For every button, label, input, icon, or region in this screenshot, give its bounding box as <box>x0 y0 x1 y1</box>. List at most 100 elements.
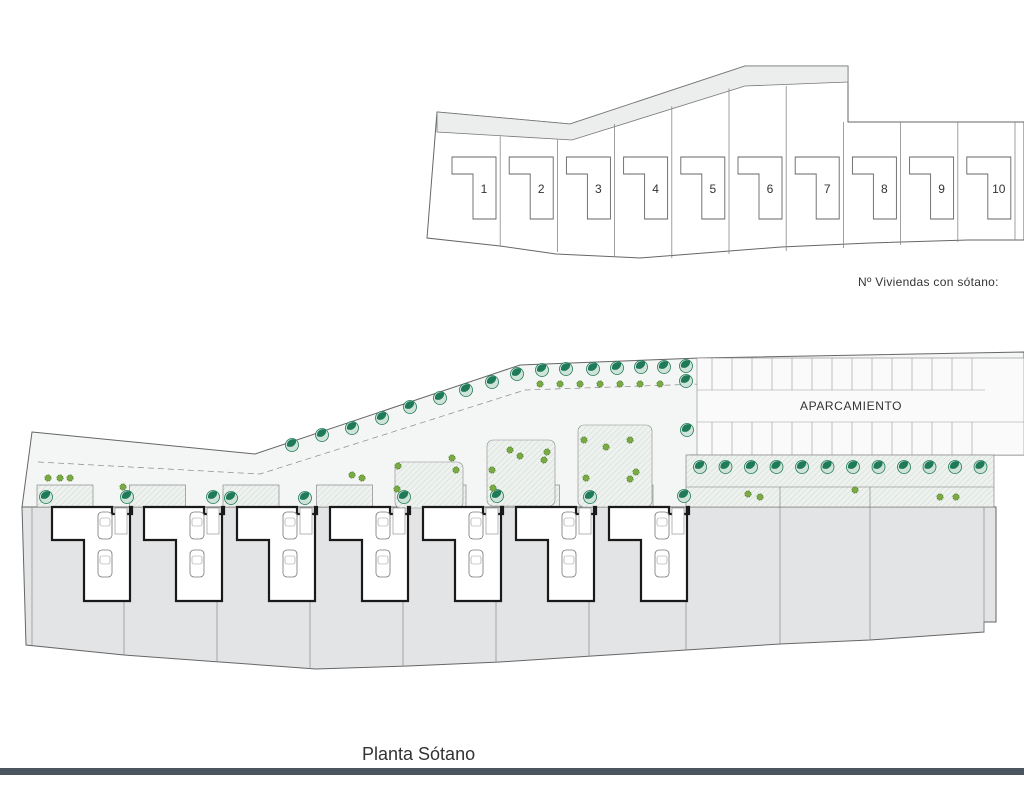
cars <box>97 511 670 578</box>
tree-shade <box>560 363 571 371</box>
tree-shade <box>681 424 692 432</box>
shrub <box>448 454 456 462</box>
tree-shade <box>796 461 807 469</box>
garage-ramp <box>578 507 592 535</box>
parking-area <box>696 357 1024 456</box>
shrub <box>936 493 944 501</box>
shrub <box>576 380 584 388</box>
tree-shade <box>225 492 236 500</box>
garden-strip <box>685 454 995 508</box>
lot-number: 3 <box>595 182 602 196</box>
shrub <box>488 466 496 474</box>
tree-shade <box>680 360 691 368</box>
basement-slab <box>21 506 997 670</box>
house-footprint <box>565 156 611 220</box>
garage-ramp <box>671 507 685 535</box>
house-footprint <box>451 156 497 220</box>
shrub <box>626 475 634 483</box>
lot-number: 9 <box>938 182 945 196</box>
car <box>189 549 205 578</box>
house-footprint <box>966 156 1012 220</box>
shrub <box>44 474 52 482</box>
car-window <box>99 517 111 527</box>
house-footprint <box>909 156 955 220</box>
lot-dividers <box>499 86 1016 258</box>
shrub <box>66 474 74 482</box>
bottom-bar <box>0 768 1024 775</box>
lot-number: 6 <box>767 182 774 196</box>
tree-shade <box>720 461 730 469</box>
tree-shade <box>771 461 781 469</box>
tree-shade <box>316 429 327 437</box>
lot-number: 1 <box>481 182 488 196</box>
tree-shade <box>584 491 595 499</box>
trees <box>39 359 988 505</box>
car <box>561 511 577 540</box>
car-window <box>563 555 575 565</box>
tree-shade <box>975 461 985 469</box>
car <box>375 511 391 540</box>
shrub <box>656 380 664 388</box>
parking-label: APARCAMIENTO <box>800 399 902 413</box>
car <box>97 549 113 578</box>
tree-shade <box>694 461 705 469</box>
tree-shade <box>486 376 497 384</box>
shrub <box>56 474 64 482</box>
tree-shade <box>949 461 960 469</box>
shrub <box>506 446 514 454</box>
shrub <box>602 443 610 451</box>
garage-ramp <box>392 507 406 535</box>
tree-shade <box>121 491 132 499</box>
tree-shade <box>460 384 471 392</box>
house-footprint <box>851 156 897 220</box>
car <box>282 549 298 578</box>
lot-number: 8 <box>881 182 888 196</box>
shrub <box>540 456 548 464</box>
tree-shade <box>680 375 691 383</box>
tree-shade <box>491 490 502 498</box>
lot-number: 5 <box>709 182 716 196</box>
shrub <box>452 466 460 474</box>
tree-shade <box>822 461 832 469</box>
house-footprint <box>794 156 840 220</box>
shrub <box>358 474 366 482</box>
house-footprint <box>680 156 726 220</box>
garage-ramp <box>299 507 313 535</box>
shrub <box>851 486 859 494</box>
basement-plan: APARCAMIENTO Planta Sótano <box>21 351 1024 764</box>
tree-shade <box>398 491 409 499</box>
shrub <box>744 490 752 498</box>
shrub <box>489 484 497 492</box>
shrub <box>516 452 524 460</box>
car-window <box>191 555 203 565</box>
shrub <box>536 380 544 388</box>
car <box>375 549 391 578</box>
car-window <box>284 555 296 565</box>
shrub <box>348 471 356 479</box>
lot-number: 2 <box>538 182 545 196</box>
shrub <box>394 462 402 470</box>
shrub <box>119 483 127 491</box>
car <box>189 511 205 540</box>
shrub <box>582 474 590 482</box>
tree-shade <box>376 412 387 420</box>
house-footprint <box>508 156 554 220</box>
tree-shade <box>898 461 909 469</box>
shrubs <box>44 380 960 501</box>
car-window <box>99 555 111 565</box>
house-footprint <box>737 156 783 220</box>
car <box>468 549 484 578</box>
house-footprint <box>623 156 669 220</box>
shrub <box>393 485 401 493</box>
car-window <box>284 517 296 527</box>
road-centerline <box>37 383 701 475</box>
lot-number: 10 <box>992 182 1006 196</box>
car-window <box>191 517 203 527</box>
shrub <box>596 380 604 388</box>
tree-shade <box>286 439 297 447</box>
tree-shade <box>847 461 858 469</box>
car <box>561 549 577 578</box>
shrub <box>556 380 564 388</box>
